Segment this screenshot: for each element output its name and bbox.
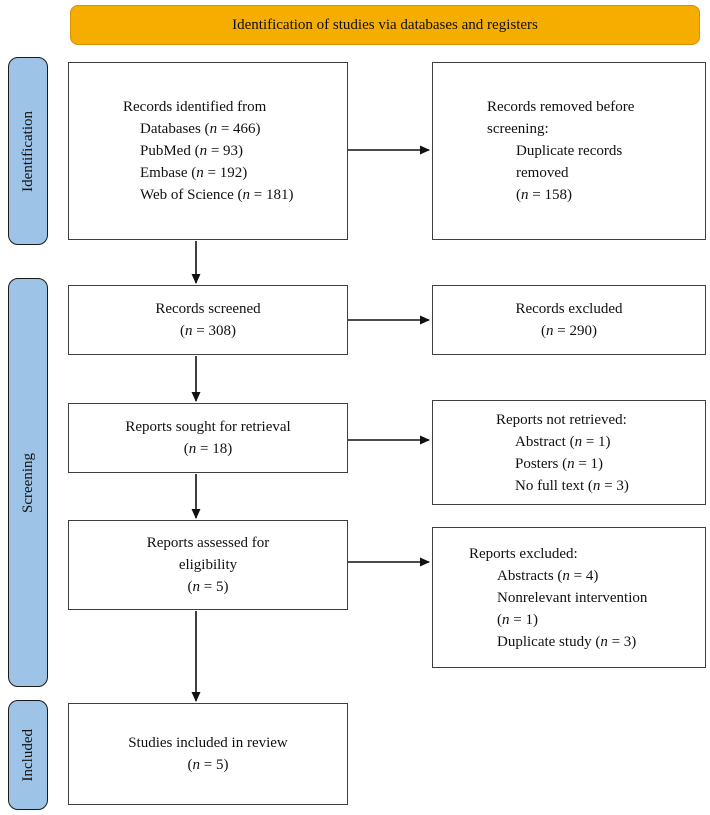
box-title: Records removed before screening: [487,99,635,137]
banner-label: Identification of studies via databases … [232,17,538,33]
box-title: Records identified from [123,99,267,115]
box-reports-assessed: Reports assessed for eligibility (n = 5) [68,520,348,610]
text-line: Duplicate study (n = 3) [497,633,637,650]
box-item-list: Abstracts (n = 4) Nonrelevant interventio… [497,565,697,653]
text-line: Posters (n = 1) [515,455,604,472]
text-line: (n = 158) [516,187,572,203]
text-line: Nonrelevant intervention [497,589,648,606]
text-line: Studies included in review [128,735,288,751]
text-line: eligibility [178,557,238,573]
text-line: (n = 5) [187,579,229,595]
box-records-removed: Records removed before screening: Duplic… [432,62,706,240]
text-line: (n = 1) [497,611,538,628]
box-reports-sought: Reports sought for retrieval (n = 18) [68,403,348,473]
box-records-screened: Records screened (n = 308) [68,285,348,355]
stage-label-screening: Screening [20,452,36,513]
text-line: Reports assessed for [146,535,270,551]
text-line: Databases (n = 466) [140,121,261,137]
box-lines: Reports sought for retrieval (n = 18) [125,416,290,460]
box-title: Reports not retrieved: [496,411,627,428]
stage-bar-screening: Screening [8,278,48,687]
box-title: Reports excluded: [469,545,578,562]
text-line: (n = 5) [187,757,229,773]
text-line: Reports sought for retrieval [125,419,291,435]
box-item-list: Duplicate records removed (n = 158) [516,140,695,206]
stage-bar-included: Included [8,700,48,810]
text-line: Abstracts (n = 4) [497,567,599,584]
box-records-excluded: Records excluded (n = 290) [432,285,706,355]
text-line: PubMed (n = 93) [140,143,244,159]
box-reports-not-retrieved: Reports not retrieved: Abstract (n = 1) P… [432,400,706,505]
stage-bar-identification: Identification [8,57,48,245]
text-line: Records excluded [515,301,623,317]
text-line: (n = 308) [180,323,236,339]
text-line: Abstract (n = 1) [515,433,611,450]
box-reports-excluded: Reports excluded: Abstracts (n = 4) Nonre… [432,527,706,668]
box-lines: Reports assessed for eligibility (n = 5) [147,532,269,598]
text-line: (n = 18) [183,441,233,457]
box-lines: Records screened (n = 308) [155,298,260,342]
stage-label-included: Included [20,728,36,782]
box-lines: Records excluded (n = 290) [515,298,622,342]
text-line: Duplicate records [516,143,623,159]
text-line: Web of Science (n = 181) [140,187,294,203]
banner-identification-via-databases: Identification of studies via databases … [70,5,700,45]
box-item-list: Abstract (n = 1) Posters (n = 1) No full t… [515,431,697,497]
text-line: Records screened [155,301,261,317]
text-line: removed [516,165,569,181]
box-records-identified: Records identified from Databases (n = 4… [68,62,348,240]
box-item-list: Databases (n = 466) PubMed (n = 93) Embase… [140,118,339,206]
text-line: Embase (n = 192) [140,165,248,181]
box-studies-included: Studies included in review (n = 5) [68,703,348,805]
text-line: (n = 290) [541,323,597,339]
text-line: No full text (n = 3) [515,477,629,494]
stage-label-identification: Identification [20,110,36,192]
box-lines: Studies included in review (n = 5) [128,732,288,776]
